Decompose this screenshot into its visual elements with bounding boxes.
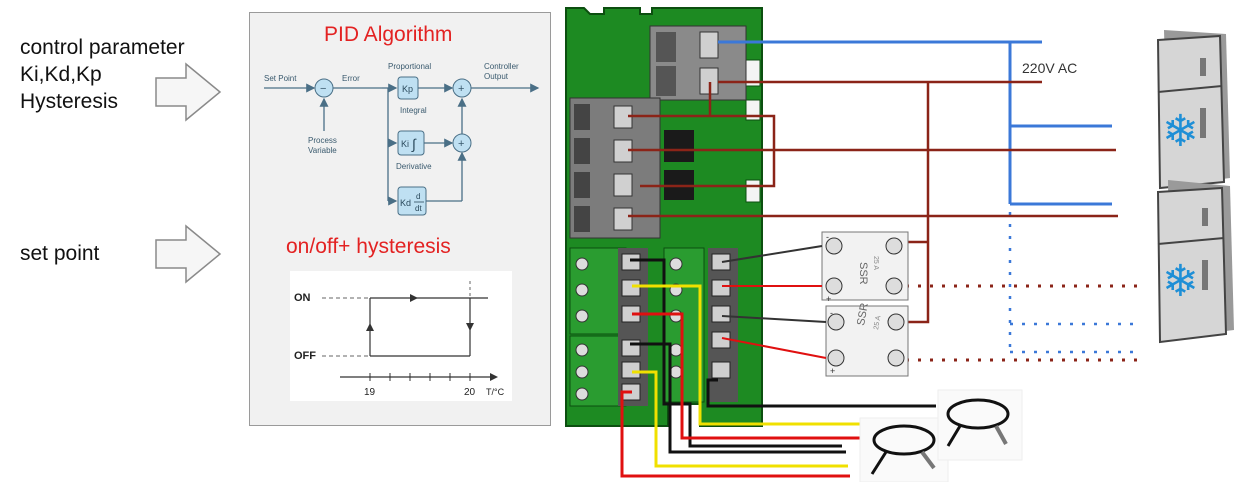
process-variable-text-2: Variable <box>308 146 337 155</box>
live-wires <box>628 80 1118 324</box>
ssr1-rating: 25 A <box>872 256 879 270</box>
proportional-text: Proportional <box>388 62 431 71</box>
ssr-relay-2: SSR 25 A - + <box>825 302 909 377</box>
x-unit-label: T/°C <box>486 387 505 397</box>
controller-output-text-2: Output <box>484 72 509 81</box>
ssr2-rating: 25 A <box>873 315 882 330</box>
neutral-wires <box>718 40 1112 206</box>
input-arrow-setpoint <box>155 224 222 284</box>
ssr1-label: SSR <box>857 262 869 285</box>
pid-block-diagram: Set Point Error Proportional Integral De… <box>264 62 540 216</box>
ki-text: Ki <box>401 139 409 149</box>
controller-output-text-1: Controller <box>484 62 519 71</box>
pid-algorithm-title: PID Algorithm <box>324 23 453 46</box>
algorithm-panel: PID Algorithm Set Point Error Proportion… <box>249 12 551 426</box>
derivative-text: Derivative <box>396 162 432 171</box>
set-point-label: set point <box>20 242 100 265</box>
live-dotted-wires <box>906 284 1138 362</box>
refrigerator-2: ❄ <box>1156 180 1234 344</box>
x-tick-20: 20 <box>464 387 476 398</box>
integral-text: Integral <box>400 106 427 115</box>
hysteresis-chart: ON OFF 19 20 T/°C <box>290 271 512 401</box>
control-parameter-label: control parameter Ki,Kd,Kp Hysteresis <box>20 36 185 113</box>
ssr-control-wires <box>721 245 827 359</box>
kd-text: Kd <box>400 198 411 208</box>
ssr2-minus: - <box>830 308 833 318</box>
ssr-relay-1: SSR 25 A - + <box>821 231 909 304</box>
sum-minus-sign: − <box>320 83 326 95</box>
ssr1-minus: - <box>826 232 829 242</box>
temperature-probe-2 <box>937 389 1023 461</box>
neutral-dotted-wires <box>1008 212 1134 354</box>
off-label: OFF <box>294 350 316 362</box>
error-text: Error <box>342 74 360 83</box>
relay-terminal-block <box>569 97 694 239</box>
snowflake-icon: ❄ <box>1162 257 1199 306</box>
svg-text:d: d <box>416 192 420 201</box>
refrigerator-1: ❄ <box>1156 30 1230 190</box>
ssr2-plus: + <box>830 366 835 376</box>
sum-plus-sign-2: + <box>458 138 464 150</box>
sensor-wires <box>620 258 938 478</box>
process-variable-text-1: Process <box>308 136 337 145</box>
ssr2-label: SSR <box>855 302 871 326</box>
on-label: ON <box>294 292 311 304</box>
set-point-text: Set Point <box>264 74 297 83</box>
svg-text:∫: ∫ <box>411 136 417 152</box>
ssr1-plus: + <box>826 294 831 304</box>
hysteresis-title: on/off+ hysteresis <box>286 235 451 258</box>
temperature-probe-1 <box>859 417 949 482</box>
svg-text:dt: dt <box>415 204 422 213</box>
power-terminal-block <box>649 25 747 101</box>
input-arrow-params <box>155 62 222 122</box>
voltage-label: 220V AC <box>1022 60 1077 76</box>
x-tick-19: 19 <box>364 387 376 398</box>
snowflake-icon: ❄ <box>1162 107 1199 156</box>
sum-plus-sign-1: + <box>458 83 464 95</box>
kp-text: Kp <box>402 84 413 94</box>
